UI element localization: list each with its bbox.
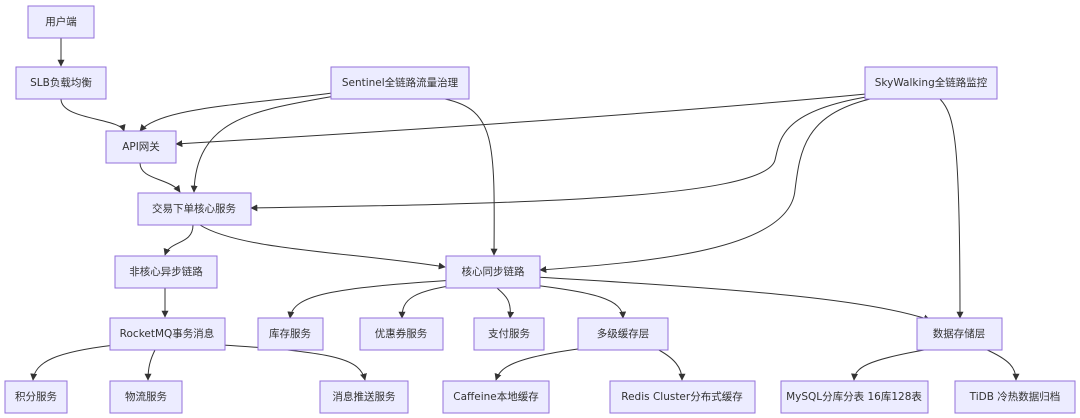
edge-sync-payment	[496, 287, 515, 319]
node-async-chain-label: 非核心异步链路	[129, 265, 203, 278]
node-coupon-label: 优惠券服务	[375, 327, 428, 340]
node-tidb-label: TiDB 冷热数据归档	[969, 390, 1061, 403]
node-logistics: 物流服务	[109, 380, 183, 414]
node-gateway: API网关	[105, 130, 177, 164]
edge-storage-tidb	[984, 348, 1020, 381]
edge-sentinel-gateway	[139, 92, 333, 132]
node-coupon: 优惠券服务	[359, 317, 444, 351]
edge-sync-inventory	[287, 279, 456, 319]
edge-gateway-trade	[139, 162, 181, 193]
node-tidb: TiDB 冷热数据归档	[954, 380, 1076, 414]
node-caffeine-label: Caffeine本地缓存	[453, 390, 539, 403]
node-slb-label: SLB负载均衡	[30, 76, 92, 89]
node-storage-layer-label: 数据存储层	[933, 327, 986, 340]
edge-slb-gateway	[60, 98, 126, 132]
node-mysql-label: MySQL分库分表 16库128表	[786, 390, 922, 403]
edge-cache-caffeine	[494, 347, 586, 381]
edge-skywalking-trade	[250, 96, 867, 212]
node-logistics-label: 物流服务	[125, 390, 167, 403]
node-sentinel: Sentinel全链路流量治理	[330, 66, 470, 100]
node-skywalking-label: SkyWalking全链路监控	[875, 76, 988, 89]
node-sync-chain: 核心同步链路	[445, 255, 541, 289]
edge-sync-cache	[514, 282, 627, 319]
node-slb: SLB负载均衡	[15, 66, 107, 100]
edge-rocketmq-logistics	[144, 349, 156, 381]
node-user: 用户端	[27, 5, 95, 39]
node-inventory: 库存服务	[257, 317, 324, 351]
node-user-label: 用户端	[45, 15, 77, 28]
node-gateway-label: API网关	[122, 140, 160, 153]
node-cache-layer-label: 多级缓存层	[597, 327, 650, 340]
node-points-label: 积分服务	[15, 390, 57, 403]
node-payment-label: 支付服务	[488, 327, 530, 340]
node-rocketmq-label: RocketMQ事务消息	[120, 327, 215, 340]
node-sync-chain-label: 核心同步链路	[462, 265, 525, 278]
edges	[30, 38, 1020, 381]
node-rocketmq: RocketMQ事务消息	[109, 317, 226, 351]
node-caffeine: Caffeine本地缓存	[442, 380, 550, 414]
edge-skywalking-sync	[539, 98, 871, 274]
edge-trade-sync	[199, 224, 446, 270]
node-payment: 支付服务	[473, 317, 545, 351]
node-storage-layer: 数据存储层	[916, 317, 1003, 351]
node-redis: Redis Cluster分布式缓存	[609, 380, 756, 414]
edge-skywalking-storage	[939, 98, 964, 319]
node-inventory-label: 库存服务	[269, 327, 311, 340]
node-push-label: 消息推送服务	[333, 390, 396, 403]
edge-cache-redis	[654, 347, 686, 381]
edge-sentinel-trade	[190, 94, 341, 193]
node-skywalking: SkyWalking全链路监控	[864, 66, 998, 100]
node-cache-layer: 多级缓存层	[577, 317, 669, 351]
node-async-chain: 非核心异步链路	[114, 255, 218, 289]
node-sentinel-label: Sentinel全链路流量治理	[342, 76, 459, 89]
edge-trade-async	[163, 224, 194, 256]
node-mysql: MySQL分库分表 16库128表	[780, 380, 929, 414]
node-points: 积分服务	[4, 380, 68, 414]
edge-sentinel-sync	[444, 98, 498, 256]
edge-storage-mysql	[851, 348, 931, 381]
node-trade-label: 交易下单核心服务	[152, 202, 236, 215]
edge-sync-storage	[534, 276, 931, 322]
node-push: 消息推送服务	[319, 380, 409, 414]
edge-skywalking-gateway	[175, 93, 867, 148]
node-redis-label: Redis Cluster分布式缓存	[621, 390, 743, 403]
node-trade: 交易下单核心服务	[137, 192, 252, 226]
edge-rocketmq-points	[30, 344, 116, 381]
